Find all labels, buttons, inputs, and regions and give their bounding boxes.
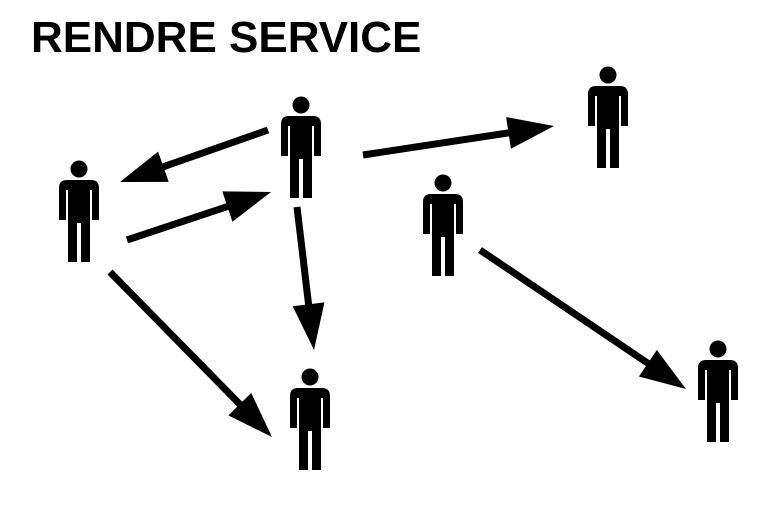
people-layer <box>59 66 738 470</box>
arrow-middle-right-to-bottom-right <box>478 247 686 389</box>
arrow-head <box>222 191 271 222</box>
person-left-figure <box>59 160 99 262</box>
arrow-shaft <box>158 126 270 172</box>
person-middle-right-figure <box>423 174 463 276</box>
arrow-shaft <box>107 269 246 410</box>
person-bottom-center-figure <box>290 368 330 470</box>
arrow-left-to-top-center <box>125 191 271 244</box>
person-top-center-figure <box>281 96 321 198</box>
arrow-head <box>506 117 554 149</box>
diagram-title: RENDRE SERVICE <box>31 13 422 62</box>
arrow-head <box>228 392 272 437</box>
arrow-shaft <box>125 201 233 244</box>
arrow-shaft <box>293 206 313 309</box>
arrow-top-center-to-bottom-center <box>292 206 325 350</box>
person-top-right-figure <box>588 66 628 168</box>
arrow-head <box>292 302 325 350</box>
arrow-head <box>120 151 169 182</box>
arrow-left-to-bottom-center <box>107 269 272 437</box>
person-bottom-right-figure <box>698 340 738 442</box>
arrow-top-center-to-left <box>120 126 270 182</box>
arrow-head <box>638 350 686 389</box>
arrows-layer <box>107 117 686 437</box>
arrow-shaft <box>478 247 654 369</box>
arrow-top-center-to-top-right <box>362 117 554 159</box>
arrow-shaft <box>362 128 514 159</box>
